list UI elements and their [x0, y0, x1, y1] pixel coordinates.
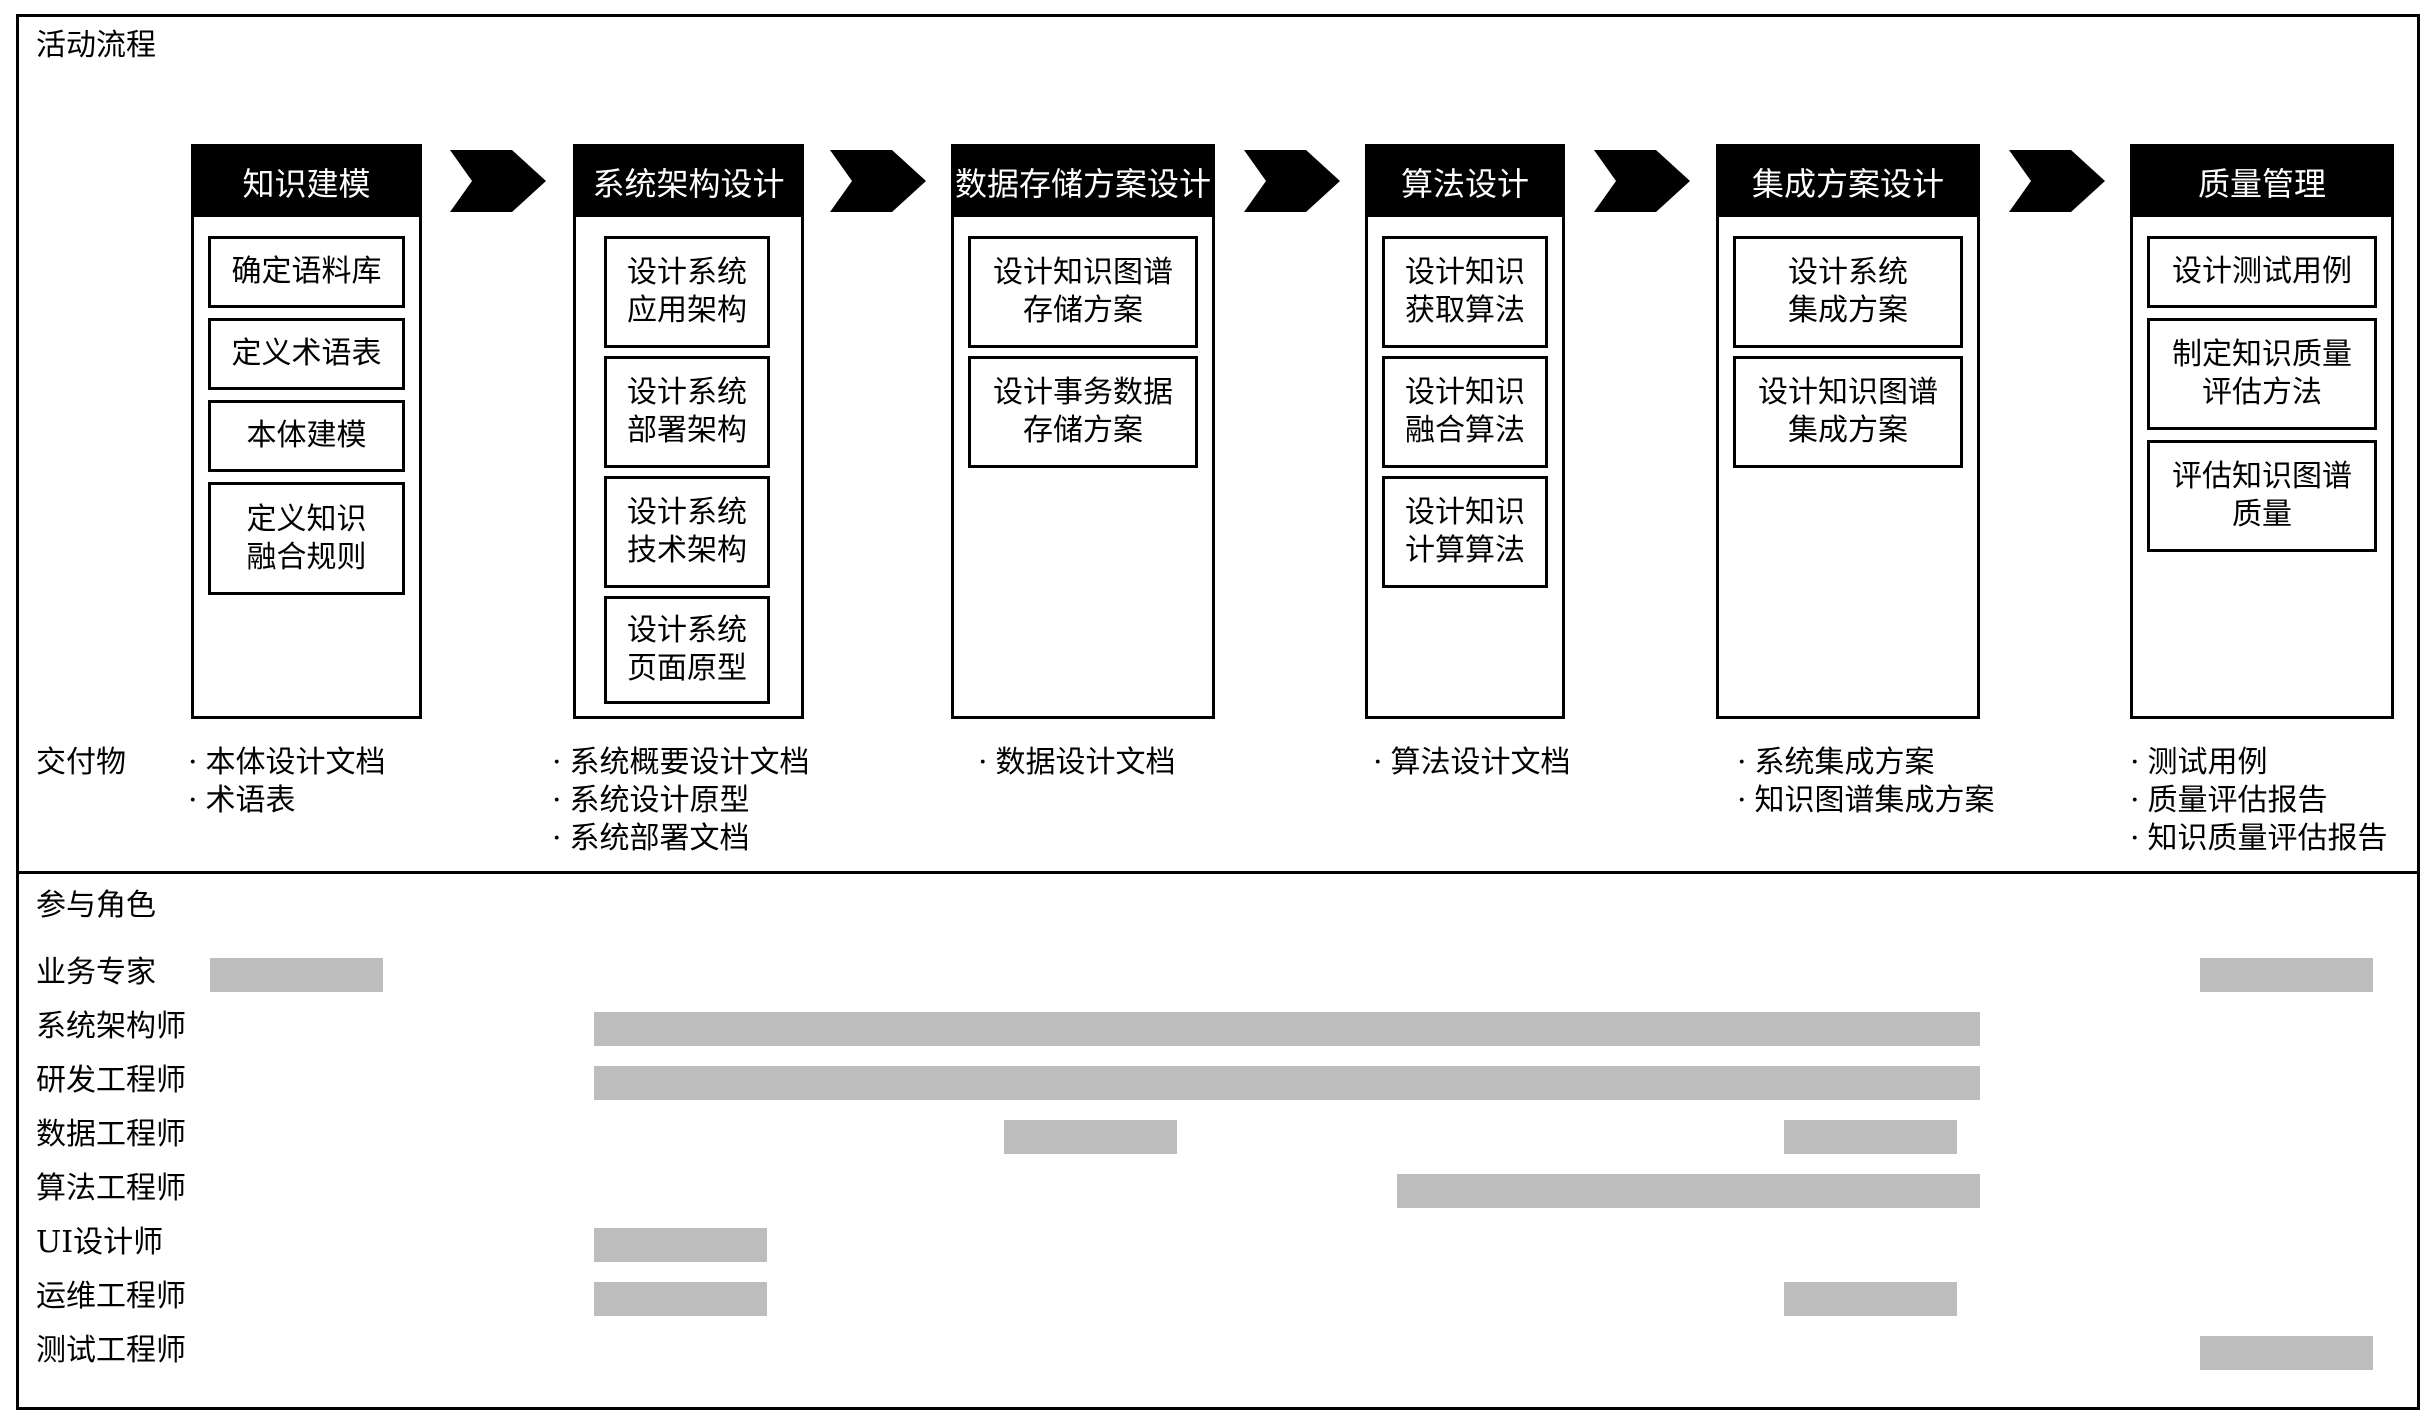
activity-flow-title: 活动流程 — [36, 28, 156, 63]
stage-algorithm-design: 算法设计 设计知识 获取算法 设计知识 融合算法 设计知识 计算算法 — [1365, 144, 1565, 719]
deliverable-item: 算法设计文档 — [1373, 744, 1571, 782]
flow-arrow-icon — [830, 150, 926, 212]
task-box: 设计系统 应用架构 — [604, 236, 770, 348]
stage-header: 数据存储方案设计 — [954, 147, 1212, 217]
role-participation-bar — [210, 958, 383, 992]
diagram-frame — [16, 14, 2420, 1410]
task-box: 设计事务数据 存储方案 — [968, 356, 1198, 468]
deliverable-item: 测试用例 — [2130, 744, 2388, 782]
deliverables-stage-4: 算法设计文档 — [1373, 744, 1571, 782]
deliverables-stage-1: 本体设计文档 术语表 — [188, 744, 386, 820]
task-box: 设计知识 融合算法 — [1382, 356, 1548, 468]
task-box: 设计系统 页面原型 — [604, 596, 770, 704]
task-box: 设计知识图谱 集成方案 — [1733, 356, 1963, 468]
task-box: 评估知识图谱 质量 — [2147, 440, 2377, 552]
stage-header: 质量管理 — [2133, 147, 2391, 217]
deliverable-item: 系统部署文档 — [552, 820, 810, 858]
task-box: 设计知识 计算算法 — [1382, 476, 1548, 588]
deliverable-item: 系统概要设计文档 — [552, 744, 810, 782]
task-box: 设计测试用例 — [2147, 236, 2377, 308]
deliverable-item: 知识质量评估报告 — [2130, 820, 2388, 858]
role-participation-bar — [594, 1228, 767, 1262]
task-box: 本体建模 — [208, 400, 405, 472]
stage-integration-design: 集成方案设计 设计系统 集成方案 设计知识图谱 集成方案 — [1716, 144, 1980, 719]
task-box: 设计系统 部署架构 — [604, 356, 770, 468]
role-label-system-architect: 系统架构师 — [36, 1009, 186, 1044]
task-box: 设计知识 获取算法 — [1382, 236, 1548, 348]
role-label-rd-engineer: 研发工程师 — [36, 1063, 186, 1098]
roles-title: 参与角色 — [36, 888, 156, 923]
role-label-ui-designer: UI设计师 — [36, 1225, 164, 1260]
role-label-ops-engineer: 运维工程师 — [36, 1279, 186, 1314]
stage-header: 知识建模 — [194, 147, 419, 217]
stage-knowledge-modeling: 知识建模 确定语料库 定义术语表 本体建模 定义知识 融合规则 — [191, 144, 422, 719]
task-box: 设计知识图谱 存储方案 — [968, 236, 1198, 348]
deliverable-item: 质量评估报告 — [2130, 782, 2388, 820]
flow-arrow-icon — [1594, 150, 1690, 212]
flow-arrow-icon — [1244, 150, 1340, 212]
task-box: 设计系统 集成方案 — [1733, 236, 1963, 348]
task-box: 定义知识 融合规则 — [208, 482, 405, 595]
stage-quality-management: 质量管理 设计测试用例 制定知识质量 评估方法 评估知识图谱 质量 — [2130, 144, 2394, 719]
role-participation-bar — [594, 1282, 767, 1316]
deliverable-item: 本体设计文档 — [188, 744, 386, 782]
stage-data-storage: 数据存储方案设计 设计知识图谱 存储方案 设计事务数据 存储方案 — [951, 144, 1215, 719]
deliverable-item: 术语表 — [188, 782, 386, 820]
role-participation-bar — [2200, 1336, 2373, 1370]
role-participation-bar — [1784, 1120, 1957, 1154]
role-label-algorithm-engineer: 算法工程师 — [36, 1171, 186, 1206]
role-label-test-engineer: 测试工程师 — [36, 1333, 186, 1368]
deliverables-title: 交付物 — [36, 745, 126, 780]
role-label-business-expert: 业务专家 — [36, 955, 156, 990]
role-participation-bar — [594, 1066, 1980, 1100]
stage-header: 集成方案设计 — [1719, 147, 1977, 217]
deliverable-item: 系统集成方案 — [1737, 744, 1995, 782]
task-box: 制定知识质量 评估方法 — [2147, 318, 2377, 430]
stage-system-architecture: 系统架构设计 设计系统 应用架构 设计系统 部署架构 设计系统 技术架构 设计系… — [573, 144, 804, 719]
deliverables-stage-2: 系统概要设计文档 系统设计原型 系统部署文档 — [552, 744, 810, 858]
flow-arrow-icon — [450, 150, 546, 212]
task-box: 设计系统 技术架构 — [604, 476, 770, 588]
deliverable-item: 数据设计文档 — [978, 744, 1176, 782]
deliverables-stage-6: 测试用例 质量评估报告 知识质量评估报告 — [2130, 744, 2388, 858]
task-box: 确定语料库 — [208, 236, 405, 308]
deliverables-stage-5: 系统集成方案 知识图谱集成方案 — [1737, 744, 1995, 820]
role-participation-bar — [1397, 1174, 1980, 1208]
stage-header: 算法设计 — [1368, 147, 1562, 217]
section-divider — [16, 871, 2420, 874]
deliverable-item: 系统设计原型 — [552, 782, 810, 820]
deliverables-stage-3: 数据设计文档 — [978, 744, 1176, 782]
deliverable-item: 知识图谱集成方案 — [1737, 782, 1995, 820]
stage-header: 系统架构设计 — [576, 147, 801, 217]
task-box: 定义术语表 — [208, 318, 405, 390]
role-label-data-engineer: 数据工程师 — [36, 1117, 186, 1152]
role-participation-bar — [594, 1012, 1980, 1046]
flow-arrow-icon — [2009, 150, 2105, 212]
role-participation-bar — [1784, 1282, 1957, 1316]
role-participation-bar — [2200, 958, 2373, 992]
role-participation-bar — [1004, 1120, 1177, 1154]
